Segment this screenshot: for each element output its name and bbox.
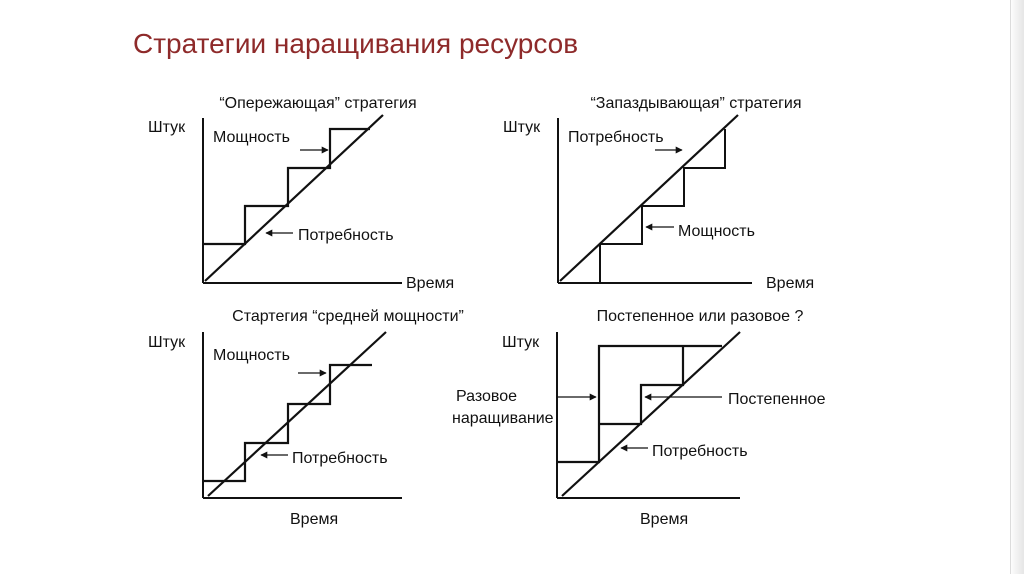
lead-capacity-steps [203, 127, 370, 246]
match-axes [202, 332, 402, 499]
match-y-label: Штук [148, 334, 186, 351]
lag-y-label: Штук [503, 119, 541, 136]
compare-y-label: Штук [502, 334, 540, 351]
lag-demand-label: Потребность [568, 129, 664, 146]
lag-capacity-steps [599, 129, 726, 283]
lag-x-label: Время [766, 275, 814, 292]
match-x-label: Время [290, 511, 338, 528]
compare-gradual-capacity [599, 346, 685, 426]
compare-demand-line [561, 331, 741, 497]
compare-axes [556, 332, 740, 499]
slide-edge-shadow [1010, 0, 1024, 574]
match-demand-line [207, 331, 387, 497]
slide-title: Стратегии наращивания ресурсов [133, 28, 579, 59]
panel-lag-strategy: “Запаздывающая” стратегия Штук Время Пот… [503, 95, 814, 292]
compare-one-time-label-2: наращивание [452, 410, 554, 427]
match-capacity-steps [203, 363, 372, 483]
lag-axes [557, 118, 752, 284]
compare-heading: Постепенное или разовое ? [597, 308, 804, 325]
panel-match-strategy: Стартегия “средней мощности” Штук Время … [148, 308, 464, 528]
compare-one-time-capacity [557, 344, 722, 464]
match-heading: Стартегия “средней мощности” [232, 308, 464, 325]
lag-capacity-label: Мощность [678, 223, 755, 240]
panel-gradual-vs-one-time: Постепенное или разовое ? Штук Время Раз… [452, 308, 826, 528]
lead-x-label: Время [406, 275, 454, 292]
compare-demand-label: Потребность [652, 443, 748, 460]
lead-demand-line [204, 114, 384, 282]
compare-x-label: Время [640, 511, 688, 528]
panel-lead-strategy: “Опережающая” стратегия Штук Время Мощно… [148, 95, 454, 292]
lag-demand-line [559, 114, 739, 282]
compare-gradual-label: Постепенное [728, 391, 826, 408]
lead-demand-label: Потребность [298, 227, 394, 244]
lead-y-label: Штук [148, 119, 186, 136]
lead-capacity-label: Мощность [213, 129, 290, 146]
lead-axes [202, 118, 402, 284]
match-demand-label: Потребность [292, 450, 388, 467]
lag-heading: “Запаздывающая” стратегия [590, 95, 801, 112]
match-capacity-label: Мощность [213, 347, 290, 364]
compare-one-time-label-1: Разовое [456, 388, 517, 405]
lead-heading: “Опережающая” стратегия [219, 95, 416, 112]
